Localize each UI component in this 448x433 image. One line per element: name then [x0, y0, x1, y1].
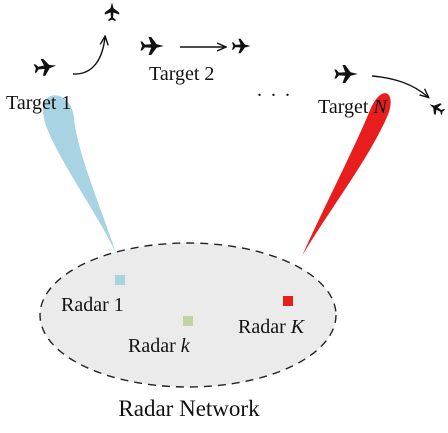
target-1-label: Target 1 — [6, 92, 71, 114]
radar-network-area — [39, 242, 337, 388]
ellipsis: . . . — [257, 79, 292, 101]
target-2-label: Target 2 — [149, 63, 214, 85]
radar-k-big-marker — [283, 296, 293, 306]
airplane-icon — [334, 65, 358, 83]
radar-1-label: Radar 1 — [61, 294, 124, 316]
target-n-label: Target N — [318, 96, 388, 118]
arrow-icon — [72, 37, 105, 75]
radar-1-marker — [115, 275, 125, 285]
airplane-icon — [104, 2, 120, 22]
beam-target-1 — [42, 95, 116, 253]
radar-k-big-label: Radar K — [238, 316, 306, 338]
beam-target-n — [302, 93, 391, 256]
airplane-icon — [140, 37, 164, 55]
airplane-icon — [231, 38, 251, 54]
radar-k-label: Radar k — [128, 335, 191, 357]
network-caption: Radar Network — [118, 396, 260, 421]
arrow-icon — [371, 75, 428, 97]
radar-k-marker — [183, 316, 193, 326]
airplane-icon — [426, 98, 447, 118]
airplane-icon — [33, 57, 58, 78]
